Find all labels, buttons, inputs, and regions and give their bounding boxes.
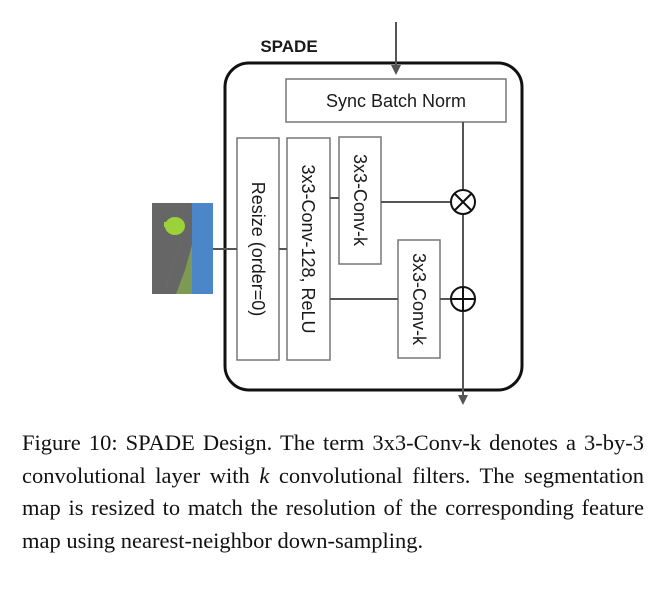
caption-variable-k: k [259,462,270,488]
conv128-box [286,137,331,361]
module-title: SPADE [260,37,317,56]
spade-diagram: SPADE Sync Batch Norm Resize (order=0) 3… [152,22,524,405]
sync-batch-norm-box [285,78,507,123]
conv-k-top-label: 3x3-Conv-k [350,154,370,247]
caption-text-part2: convolutional filters. The segmentation … [22,462,644,553]
caption-text-part1: SPADE Design. The term 3x3-Conv-k denote… [22,430,644,488]
conv-k-bottom-label: 3x3-Conv-k [409,253,429,346]
sync-batch-norm-label: Sync Batch Norm [326,91,466,111]
resize-label: Resize (order=0) [248,182,268,317]
figure-caption: Figure 10: SPADE Design. The term 3x3-Co… [22,427,644,557]
resize-box [236,137,280,361]
conv-k-top-box [338,136,382,265]
segmentation-map-image [152,203,213,294]
conv128-label: 3x3-Conv-128, ReLU [298,164,318,333]
add-operator [450,286,476,312]
figure-label: Figure 10: [22,430,118,455]
spade-module-box [223,61,524,392]
multiply-operator [450,189,476,215]
